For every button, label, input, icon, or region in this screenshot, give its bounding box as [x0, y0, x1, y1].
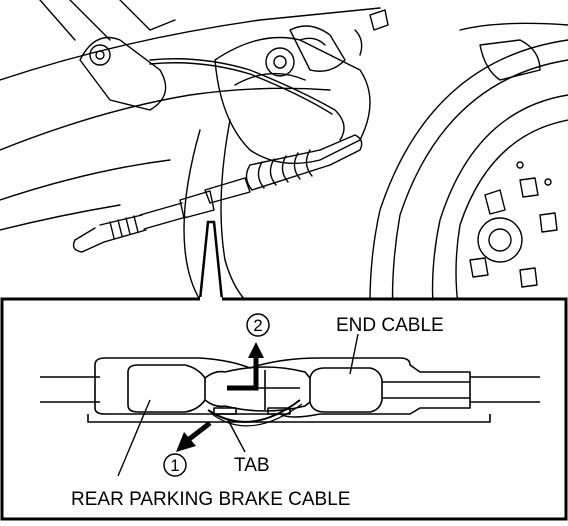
- arrow-step-2: [227, 342, 264, 391]
- end-cable-label: END CABLE: [336, 315, 444, 336]
- rear-parking-brake-cable-label: REAR PARKING BRAKE CABLE: [71, 489, 350, 510]
- arrow-step-1: [176, 421, 212, 452]
- leader-lines: [117, 333, 359, 477]
- step-2-marker: 2: [246, 313, 270, 337]
- step-1-marker: 1: [163, 453, 187, 477]
- step-1-number: 1: [170, 456, 179, 475]
- tab-label: TAB: [234, 455, 270, 476]
- step-2-number: 2: [253, 316, 262, 335]
- cable-joint-detail: [40, 357, 540, 427]
- detail-box: [0, 297, 568, 521]
- callout-pointer: [198, 220, 224, 302]
